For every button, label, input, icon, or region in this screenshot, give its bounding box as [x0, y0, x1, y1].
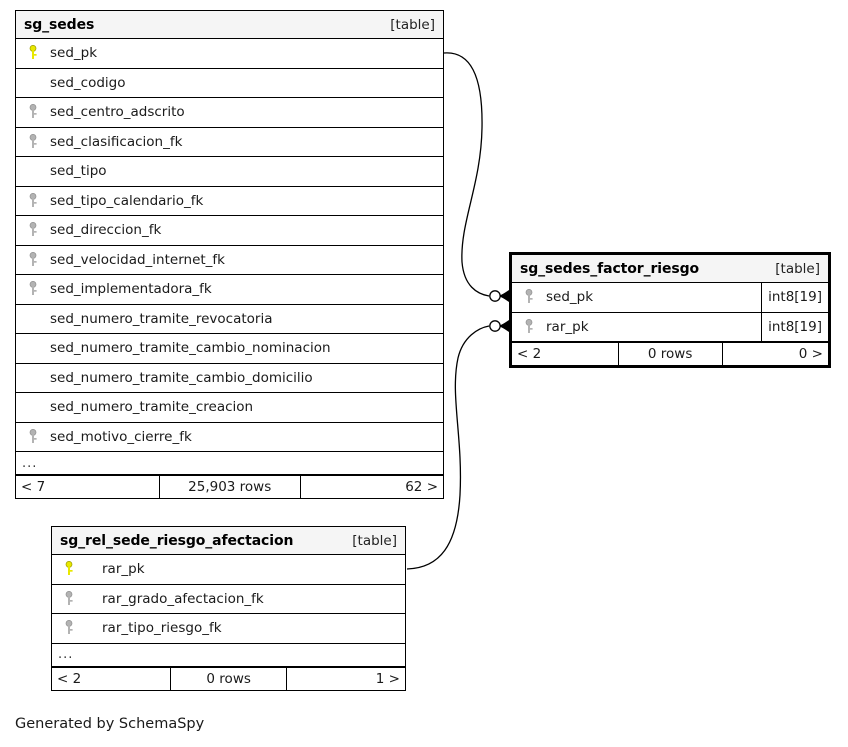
table-row[interactable]: sed_implementadora_fk	[16, 275, 443, 305]
table-footer: < 2 0 rows 1 >	[52, 666, 405, 690]
primary-key-icon	[16, 45, 44, 61]
footer-row-count: 0 rows	[169, 667, 288, 690]
column-name: sed_direccion_fk	[50, 222, 162, 239]
table-row[interactable]: rar_tipo_riesgo_fk	[52, 614, 405, 644]
footer-parents-count[interactable]: < 7	[21, 479, 46, 495]
table-row[interactable]: sed_pk int8[19]	[512, 283, 828, 313]
column-name: sed_codigo	[50, 74, 126, 91]
column-name: rar_pk	[102, 561, 145, 578]
table-row[interactable]: rar_pk int8[19]	[512, 312, 828, 342]
table-title: sg_rel_sede_riesgo_afectacion	[60, 532, 294, 549]
foreign-key-icon	[16, 222, 44, 238]
table-type-tag: [table]	[352, 532, 397, 549]
column-name: sed_tipo_calendario_fk	[50, 192, 204, 209]
footer-children-count[interactable]: 0 >	[798, 346, 823, 362]
footer-children-count[interactable]: 62 >	[405, 479, 438, 495]
column-name: rar_tipo_riesgo_fk	[102, 620, 222, 637]
table-type-tag: [table]	[390, 16, 435, 33]
foreign-key-icon	[16, 192, 44, 209]
column-name: sed_numero_tramite_cambio_domicilio	[50, 369, 313, 386]
table-title: sg_sedes_factor_riesgo	[520, 260, 700, 277]
table-row[interactable]: sed_direccion_fk	[16, 216, 443, 246]
table-row[interactable]: rar_grado_afectacion_fk	[52, 584, 405, 614]
table-row[interactable]: sed_motivo_cierre_fk	[16, 422, 443, 452]
footer-row-count: 25,903 rows	[158, 476, 301, 498]
column-name: sed_centro_adscrito	[50, 104, 185, 121]
table-row[interactable]: sed_velocidad_internet_fk	[16, 245, 443, 275]
table-row[interactable]: sed_numero_tramite_cambio_nominacion	[16, 334, 443, 364]
table-row[interactable]: sed_centro_adscrito	[16, 98, 443, 128]
foreign-key-icon	[16, 133, 44, 150]
column-type: int8[19]	[761, 312, 828, 341]
column-name: sed_pk	[546, 289, 594, 306]
foreign-key-icon	[16, 104, 44, 120]
column-name: sed_motivo_cierre_fk	[50, 428, 192, 445]
table-type-tag: [table]	[775, 260, 820, 277]
table-footer: < 7 25,903 rows 62 >	[16, 475, 443, 498]
column-name: sed_numero_tramite_creacion	[50, 399, 254, 416]
foreign-key-icon	[52, 590, 80, 607]
table-node-sg-rel-sede-riesgo-afectacion[interactable]: sg_rel_sede_riesgo_afectacion [table] ra…	[51, 526, 406, 691]
column-name: sed_numero_tramite_cambio_nominacion	[50, 340, 331, 357]
foreign-key-icon	[512, 289, 540, 305]
table-row[interactable]: sed_pk	[16, 39, 443, 69]
diagram-caption: Generated by SchemaSpy	[15, 716, 205, 732]
edge-sg-sedes-to-sg-sedes-factor-riesgo	[443, 52, 490, 297]
table-node-sg-sedes-factor-riesgo[interactable]: sg_sedes_factor_riesgo [table] sed_pk in…	[509, 252, 831, 368]
more-columns-indicator[interactable]: ...	[52, 644, 405, 667]
foreign-key-icon	[16, 251, 44, 268]
table-header-sg-rel-sede-riesgo-afectacion[interactable]: sg_rel_sede_riesgo_afectacion [table]	[52, 527, 405, 555]
column-name: sed_pk	[50, 45, 98, 62]
table-row[interactable]: sed_tipo	[16, 157, 443, 187]
footer-parents-count[interactable]: < 2	[517, 346, 542, 362]
table-row[interactable]: sed_numero_tramite_revocatoria	[16, 304, 443, 334]
table-row[interactable]: sed_numero_tramite_cambio_domicilio	[16, 363, 443, 393]
more-columns-indicator[interactable]: ...	[16, 452, 443, 475]
foreign-key-icon	[16, 428, 44, 445]
column-name: sed_numero_tramite_revocatoria	[50, 310, 273, 327]
table-row[interactable]: sed_clasificacion_fk	[16, 127, 443, 157]
column-name: rar_pk	[546, 318, 589, 335]
table-row[interactable]: sed_tipo_calendario_fk	[16, 186, 443, 216]
column-name: sed_tipo	[50, 163, 107, 180]
footer-row-count: 0 rows	[617, 343, 723, 365]
table-header-sg-sedes-factor-riesgo[interactable]: sg_sedes_factor_riesgo [table]	[512, 255, 828, 283]
table-row[interactable]: sed_codigo	[16, 68, 443, 98]
table-row[interactable]: rar_pk	[52, 555, 405, 585]
column-type: int8[19]	[761, 283, 828, 312]
foreign-key-icon	[512, 318, 540, 335]
table-title: sg_sedes	[24, 16, 95, 33]
column-name: sed_clasificacion_fk	[50, 133, 183, 150]
foreign-key-icon	[16, 281, 44, 297]
table-node-sg-sedes[interactable]: sg_sedes [table] sed_pk sed_codigo sed_c…	[15, 10, 444, 499]
primary-key-icon	[52, 561, 80, 577]
column-name: rar_grado_afectacion_fk	[102, 590, 264, 607]
table-row[interactable]: sed_numero_tramite_creacion	[16, 393, 443, 423]
footer-parents-count[interactable]: < 2	[57, 670, 82, 687]
column-name: sed_velocidad_internet_fk	[50, 251, 225, 268]
foreign-key-icon	[52, 620, 80, 636]
table-header-sg-sedes[interactable]: sg_sedes [table]	[16, 11, 443, 39]
column-name: sed_implementadora_fk	[50, 281, 212, 298]
footer-children-count[interactable]: 1 >	[375, 670, 400, 687]
table-footer: < 2 0 rows 0 >	[512, 342, 828, 365]
